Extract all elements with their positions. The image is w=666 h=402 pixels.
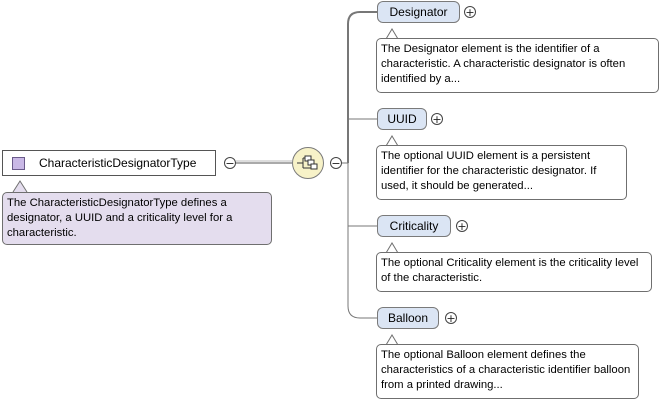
element-uuid[interactable]: UUID [377,108,427,130]
complex-type-box[interactable]: CharacteristicDesignatorType [2,150,216,176]
balloon-documentation: The optional Balloon element defines the… [376,344,639,399]
expand-balloon-toggle[interactable]: + [445,311,457,325]
uuid-documentation: The optional UUID element is a persisten… [376,145,627,200]
element-balloon[interactable]: Balloon [377,307,439,329]
sequence-compositor[interactable] [292,147,324,179]
element-designator-label: Designator [389,5,448,19]
sequence-icon [297,155,318,170]
collapse-type-toggle[interactable]: − [224,156,236,170]
complex-type-icon [12,156,25,170]
complex-type-documentation: The CharacteristicDesignatorType defines… [2,192,272,245]
expand-uuid-toggle[interactable]: + [431,112,443,126]
element-uuid-label: UUID [387,112,417,126]
collapse-sequence-toggle[interactable]: − [330,156,342,170]
complex-type-name: CharacteristicDesignatorType [39,156,197,170]
criticality-documentation: The optional Criticality element is the … [376,252,652,292]
expand-designator-toggle[interactable]: + [464,5,476,19]
element-criticality-label: Criticality [389,219,439,233]
designator-documentation: The Designator element is the identifier… [376,38,659,93]
element-criticality[interactable]: Criticality [377,215,451,237]
expand-criticality-toggle[interactable]: + [456,219,468,233]
element-balloon-label: Balloon [387,311,429,325]
element-designator[interactable]: Designator [377,1,460,23]
